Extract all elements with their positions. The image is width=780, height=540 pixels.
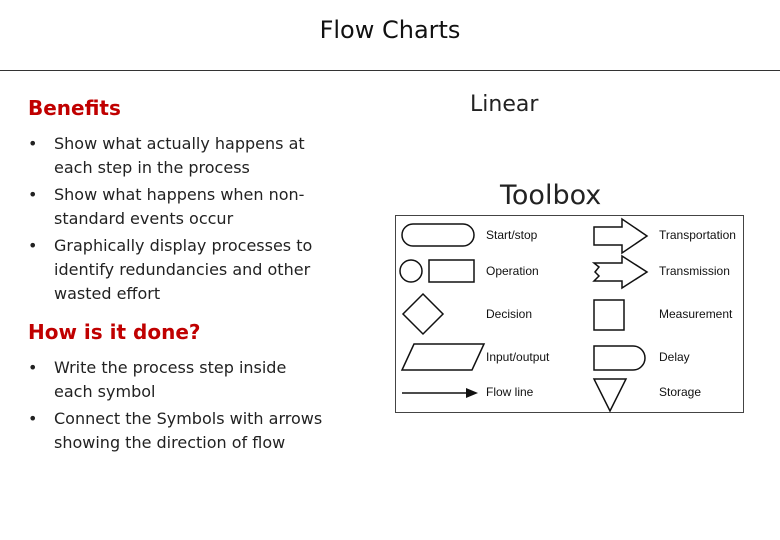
transmission-symbol xyxy=(591,254,649,290)
label-start-stop: Start/stop xyxy=(486,228,538,242)
benefits-list: • Show what actually happens at each step… xyxy=(28,132,328,309)
delay-symbol xyxy=(593,345,646,371)
benefit-text: Show what happens when non-standard even… xyxy=(54,185,305,228)
how-text: Connect the Symbols with arrows showing … xyxy=(54,409,323,452)
label-delay: Delay xyxy=(659,350,690,364)
label-operation: Operation xyxy=(486,264,539,278)
how-list: • Write the process step inside each symb… xyxy=(28,356,328,458)
how-item: • Write the process step inside each symb… xyxy=(28,356,328,404)
benefit-text: Graphically display processes to identif… xyxy=(54,236,313,303)
toolbox-symbols xyxy=(399,217,649,412)
benefits-heading: Benefits xyxy=(28,96,121,120)
operation-rect-symbol xyxy=(428,259,475,283)
flowchart-symbol-toolbox: Start/stop Operation Decision Input/outp… xyxy=(395,215,744,413)
storage-symbol xyxy=(592,378,628,412)
start-stop-symbol xyxy=(401,223,475,247)
label-transmission: Transmission xyxy=(659,264,730,278)
input-output-symbol xyxy=(400,343,486,371)
bullet-marker: • xyxy=(28,409,38,428)
slide-title: Flow Charts xyxy=(319,16,461,44)
bullet-marker: • xyxy=(28,358,38,377)
benefit-text: Show what actually happens at each step … xyxy=(54,134,305,177)
how-heading: How is it done? xyxy=(28,320,201,344)
label-decision: Decision xyxy=(486,307,533,321)
label-flow-line: Flow line xyxy=(486,385,534,399)
how-item: • Connect the Symbols with arrows showing… xyxy=(28,407,328,455)
title-divider xyxy=(0,70,780,71)
how-text: Write the process step inside each symbo… xyxy=(54,358,287,401)
linear-label: Linear xyxy=(470,92,539,117)
label-input-output: Input/output xyxy=(486,350,550,364)
toolbox-label: Toolbox xyxy=(500,180,602,211)
benefit-item: • Show what happens when non-standard eve… xyxy=(28,183,328,231)
label-storage: Storage xyxy=(659,385,702,399)
bullet-marker: • xyxy=(28,236,38,255)
label-transportation: Transportation xyxy=(659,228,736,242)
transportation-symbol xyxy=(593,217,649,255)
operation-circle-symbol xyxy=(399,259,423,283)
bullet-marker: • xyxy=(28,134,38,153)
flow-line-arrowhead xyxy=(466,388,478,398)
label-measurement: Measurement xyxy=(659,307,733,321)
benefit-item: • Show what actually happens at each step… xyxy=(28,132,328,180)
bullet-marker: • xyxy=(28,185,38,204)
measurement-symbol xyxy=(593,299,625,331)
decision-symbol xyxy=(401,292,445,336)
benefit-item: • Graphically display processes to identi… xyxy=(28,234,328,306)
